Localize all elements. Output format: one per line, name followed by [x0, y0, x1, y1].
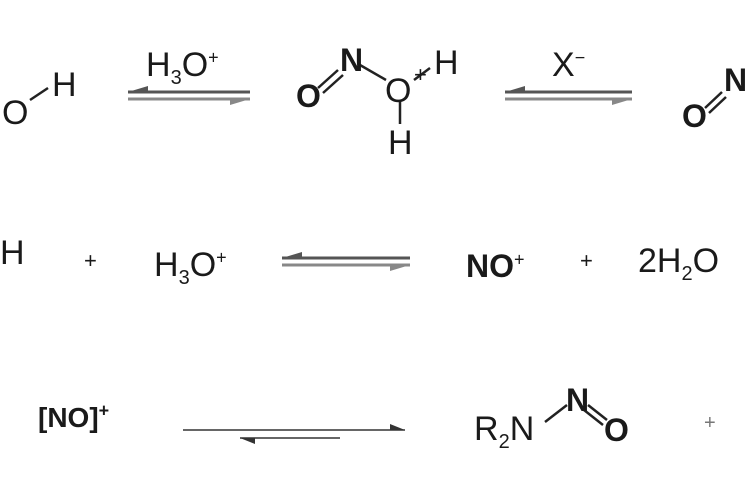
row3-product-n2: N — [566, 382, 590, 418]
row2-product-no: NO+ — [466, 248, 525, 284]
row3-product-o: O — [604, 412, 629, 448]
mid-o-center: O — [385, 72, 412, 110]
row2-reactant-h3o: H3O+ — [154, 246, 227, 289]
bond-oh-left — [29, 86, 49, 102]
row1-left-h: H — [52, 66, 77, 104]
right-o: O — [682, 98, 707, 134]
equilibrium-arrow-3 — [282, 252, 410, 271]
row2-plus-2: + — [580, 248, 593, 273]
right-n: N — [724, 62, 748, 98]
nitrosyl-oxonium-bonds — [317, 63, 431, 124]
equilibrium-arrow-2 — [505, 86, 632, 105]
row1-left-o: O — [2, 94, 29, 132]
mid-h-right: H — [434, 44, 459, 82]
mid-n: N — [340, 42, 364, 78]
row3-plus: + — [704, 412, 716, 434]
equilibrium-arrow-1 — [128, 86, 250, 105]
mid-o-left: O — [296, 78, 321, 114]
nitrosamine-bonds — [544, 404, 608, 426]
row2-product-water: 2H2O — [638, 242, 720, 285]
row3-product-r2n: R2N — [474, 410, 535, 453]
row2-plus-1: + — [84, 248, 97, 273]
mid-h-bottom: H — [388, 124, 413, 162]
row2-left-h: H — [0, 234, 25, 272]
arrow1-reagent: H3O+ — [146, 46, 219, 89]
right-fragment-bond — [704, 91, 727, 114]
arrow2-reagent: X− — [552, 46, 586, 84]
mid-charge: + — [414, 62, 427, 87]
equilibrium-arrow-4 — [183, 424, 405, 444]
row3-reactant: [NO]+ — [38, 400, 110, 433]
